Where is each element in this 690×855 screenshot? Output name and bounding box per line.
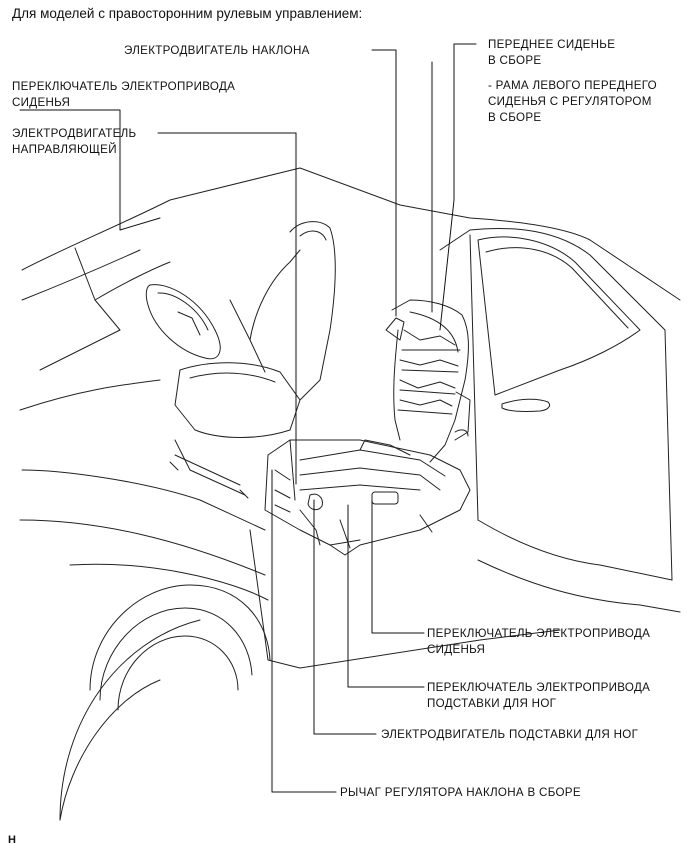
label-seat-switch-top-line2: СИДЕНЬЯ [12, 96, 71, 109]
label-seat-frame-line3: В СБОРЕ [488, 111, 542, 124]
label-ottoman-switch-line2: ПОДСТАВКИ ДЛЯ НОГ [427, 697, 557, 710]
car-body-outline [19, 167, 681, 821]
diagram-caption: Для моделей с правосторонним рулевым упр… [12, 6, 363, 21]
figure-code: H [8, 834, 16, 846]
label-seat-switch-top: ПЕРЕКЛЮЧАТЕЛЬ ЭЛЕКТРОПРИВОДА СИДЕНЬЯ [12, 79, 235, 111]
steering-wheel [145, 284, 221, 360]
label-seat-switch-bottom-line1: ПЕРЕКЛЮЧАТЕЛЬ ЭЛЕКТРОПРИВОДА [427, 627, 651, 640]
label-seat-frame-line1: - РАМА ЛЕВОГО ПЕРЕДНЕГО [488, 79, 657, 92]
label-seat-switch-top-line1: ПЕРЕКЛЮЧАТЕЛЬ ЭЛЕКТРОПРИВОДА [12, 80, 236, 93]
label-ottoman-switch-line1: ПЕРЕКЛЮЧАТЕЛЬ ЭЛЕКТРОПРИВОДА [427, 681, 651, 694]
label-ottoman-switch: ПЕРЕКЛЮЧАТЕЛЬ ЭЛЕКТРОПРИВОДА ПОДСТАВКИ Д… [427, 680, 650, 712]
label-front-seat: ПЕРЕДНЕЕ СИДЕНЬЕ В СБОРЕ [488, 37, 615, 69]
label-slide-motor-line2: НАПРАВЛЯЮЩЕЙ [12, 143, 117, 156]
label-slide-motor-line1: ЭЛЕКТРОДВИГАТЕЛЬ [12, 127, 137, 140]
driver-seat [169, 221, 336, 499]
label-recliner-lever: РЫЧАГ РЕГУЛЯТОРА НАКЛОНА В СБОРЕ [340, 786, 581, 799]
label-tilt-motor: ЭЛЕКТРОДВИГАТЕЛЬ НАКЛОНА [124, 44, 310, 57]
label-seat-frame: - РАМА ЛЕВОГО ПЕРЕДНЕГО СИДЕНЬЯ С РЕГУЛЯ… [488, 78, 657, 126]
label-ottoman-motor: ЭЛЕКТРОДВИГАТЕЛЬ ПОДСТАВКИ ДЛЯ НОГ [381, 728, 639, 741]
label-front-seat-line2: В СБОРЕ [488, 54, 542, 67]
leader-lines [19, 43, 477, 793]
label-seat-switch-bottom: ПЕРЕКЛЮЧАТЕЛЬ ЭЛЕКТРОПРИВОДА СИДЕНЬЯ [427, 626, 650, 658]
label-seat-switch-bottom-line2: СИДЕНЬЯ [427, 643, 486, 656]
power-seat-assembly [264, 299, 471, 556]
label-front-seat-line1: ПЕРЕДНЕЕ СИДЕНЬЕ [488, 38, 616, 51]
label-seat-frame-line2: СИДЕНЬЯ С РЕГУЛЯТОРОМ [488, 95, 652, 108]
label-slide-motor: ЭЛЕКТРОДВИГАТЕЛЬ НАПРАВЛЯЮЩЕЙ [12, 126, 136, 158]
